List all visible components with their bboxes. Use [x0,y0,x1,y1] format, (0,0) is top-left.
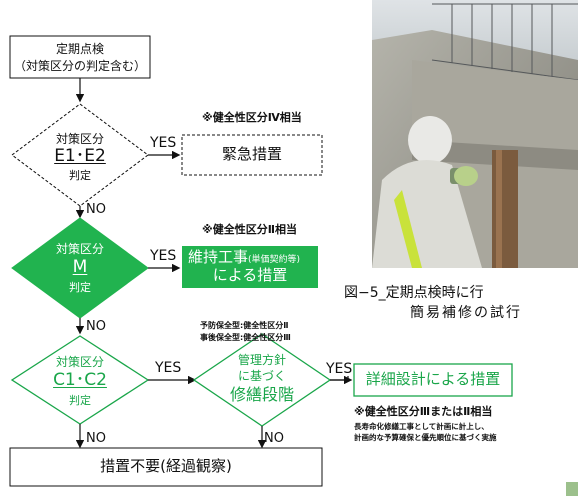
maintenance-main-text: 維持工事 [188,248,249,266]
diamond-e-code: E1･E2 [54,146,106,166]
end-box-frame [9,447,323,487]
detail-design-desc1: 長寿命化修繕工事として計画に計上し、 [354,422,489,431]
photo-caption-line1: 図−5_定期点検時に行 [344,285,484,301]
yes-label-c: YES [155,360,182,376]
diamond-m-head: 対策区分 [55,242,105,256]
diamond-policy-line1: 管理方針 [237,353,287,367]
preventive-note-line2: 事後保全型:健全性区分Ⅲ [200,333,291,342]
maintenance-line2: による措置 [212,266,288,284]
diamond-c-tail: 判定 [69,394,91,407]
maintenance-main: 維持工事(単価契約等) [188,249,300,265]
start-box-line2: （対策区分の判定含む） [13,59,147,73]
detail-design-note: ※健全性区分ⅢまたはⅡ相当 [354,405,493,418]
thumbnail-image [566,482,578,496]
no-label-m: NO [86,319,106,334]
maintenance-sub-text: (単価契約等) [248,255,301,265]
diamond-c-code: C1･C2 [53,370,107,390]
diamond-e-head: 対策区分 [55,132,105,146]
detail-design-text: 詳細設計による措置 [365,370,501,388]
no-label-policy: NO [264,431,284,446]
yes-label-policy: YES [326,361,353,377]
emergency-text: 緊急措置 [221,145,283,163]
preventive-note-line1: 予防保全型:健全性区分Ⅱ [200,321,289,330]
yes-label-e: YES [150,135,177,151]
start-box-frame [9,35,151,79]
maintenance-note: ※健全性区分Ⅱ相当 [202,223,297,236]
emergency-box-frame [181,134,323,176]
diamond-e-tail: 判定 [69,169,91,182]
photo-caption-line2: 簡易補修の試行 [410,305,522,321]
detail-design-desc2: 計画的な予算確保と優先順位に基づく実施 [354,433,497,442]
detail-design-frame [353,363,513,397]
no-label-e: NO [86,202,106,217]
emergency-note: ※健全性区分Ⅳ相当 [202,111,302,124]
yes-label-m: YES [150,248,177,264]
diamond-c-head: 対策区分 [55,355,105,369]
diamond-policy-line2: に基づく [237,369,287,383]
start-box-line1: 定期点検 [55,42,105,56]
diamond-m-code: M [72,257,88,277]
diamond-policy-line3: 修繕段階 [229,385,295,404]
maintenance-box-frame [182,246,318,288]
end-box-text: 措置不要(経過観察) [100,457,232,475]
no-label-c: NO [86,431,106,446]
inspection-photo [372,0,578,268]
diamond-m-tail: 判定 [69,281,91,294]
